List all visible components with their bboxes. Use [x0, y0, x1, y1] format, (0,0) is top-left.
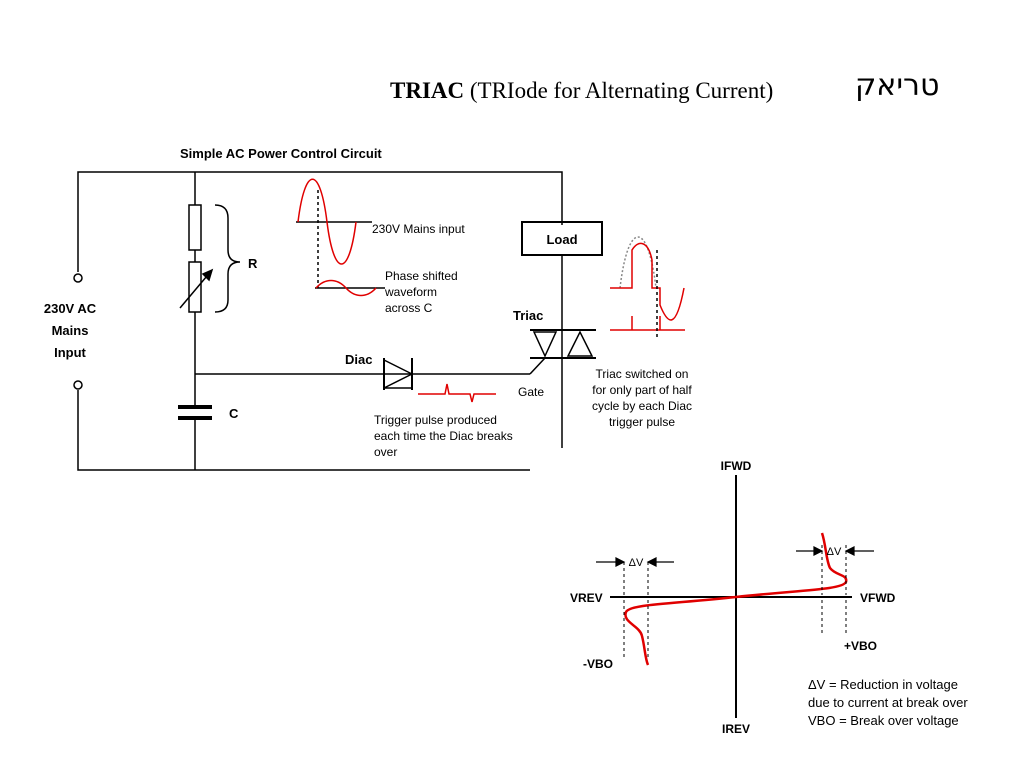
diac-label: Diac: [345, 352, 372, 367]
switched-label-line2: for only part of half: [592, 383, 692, 397]
circuit-title: Simple AC Power Control Circuit: [180, 146, 382, 161]
neg-delta-v-label: ΔV: [629, 557, 644, 569]
triac-output-pulses: [631, 316, 661, 330]
neg-delta-v-arrowhead-right: [646, 557, 657, 567]
slide-title-bold: TRIAC: [390, 78, 465, 103]
phase-label-line3: across C: [385, 301, 433, 315]
load-label: Load: [546, 232, 577, 247]
iv-graph: IFWD IREV VREV VFWD +VBO -VBO ΔV ΔV ΔV =…: [570, 459, 968, 736]
gate-wire: [529, 357, 546, 375]
diac-triangle-right: [383, 358, 413, 375]
pos-vbo-label: +VBO: [844, 639, 877, 653]
pos-delta-v-label: ΔV: [827, 546, 842, 558]
trigger-label-line2: each time the Diac breaks: [374, 429, 513, 443]
switched-label-line4: trigger pulse: [609, 415, 675, 429]
switched-label-line1: Triac switched on: [596, 367, 689, 381]
gate-label: Gate: [518, 385, 544, 399]
mains-terminal-bottom: [73, 380, 83, 390]
iv-curve: [624, 532, 848, 666]
neg-vbo-label: -VBO: [583, 657, 613, 671]
triac-label: Triac: [513, 308, 543, 323]
fixed-resistor: [188, 204, 202, 251]
switched-label-line3: cycle by each Diac: [592, 399, 692, 413]
load-box: [521, 221, 603, 256]
i-rev-label: IREV: [722, 722, 750, 736]
trigger-label-line3: over: [374, 445, 397, 459]
variable-resistor-arrowhead: [201, 268, 214, 282]
c-label: C: [229, 406, 239, 421]
triac-output-wave: [610, 242, 685, 321]
trigger-label-line1: Trigger pulse produced: [374, 413, 497, 427]
mains-terminal-top: [73, 273, 83, 283]
trigger-pulse-wave: [418, 383, 496, 403]
note-line1: ΔV = Reduction in voltage: [808, 677, 958, 692]
top-wire: [77, 171, 563, 272]
mains-sine-wave: [297, 178, 357, 265]
hebrew-title: טריאק: [855, 68, 940, 103]
r-brace: [214, 204, 241, 313]
mains-wave-label: 230V Mains input: [372, 222, 465, 236]
slide-title: TRIAC (TRIode for Alternating Current): [390, 78, 773, 104]
slide-title-rest: (TRIode for Alternating Current): [464, 78, 774, 103]
r-label: R: [248, 256, 258, 271]
note-line2: due to current at break over: [808, 695, 968, 710]
triac-triangle-up: [566, 330, 594, 357]
triac-output-ghost-wave: [619, 236, 657, 289]
mains-label-line3: Input: [54, 345, 86, 360]
phase-label-line1: Phase shifted: [385, 269, 458, 283]
pos-delta-v-arrowhead-left: [813, 546, 824, 556]
v-fwd-label: VFWD: [860, 591, 896, 605]
mains-label-line2: Mains: [52, 323, 89, 338]
i-fwd-label: IFWD: [721, 459, 752, 473]
note-line3: VBO = Break over voltage: [808, 713, 959, 728]
bottom-wire: [77, 390, 530, 471]
variable-resistor: [188, 261, 202, 313]
v-rev-label: VREV: [570, 591, 603, 605]
pos-delta-v-arrowhead-right: [844, 546, 855, 556]
mains-label-line1: 230V AC: [44, 301, 97, 316]
phase-shifted-wave: [315, 279, 377, 297]
phase-label-line2: waveform: [384, 285, 437, 299]
triac-triangle-down: [532, 331, 558, 358]
neg-delta-v-arrowhead-left: [615, 557, 626, 567]
waveforms: [296, 178, 685, 403]
diac-triangle-left: [383, 372, 413, 389]
circuit-diagram: [73, 171, 603, 471]
